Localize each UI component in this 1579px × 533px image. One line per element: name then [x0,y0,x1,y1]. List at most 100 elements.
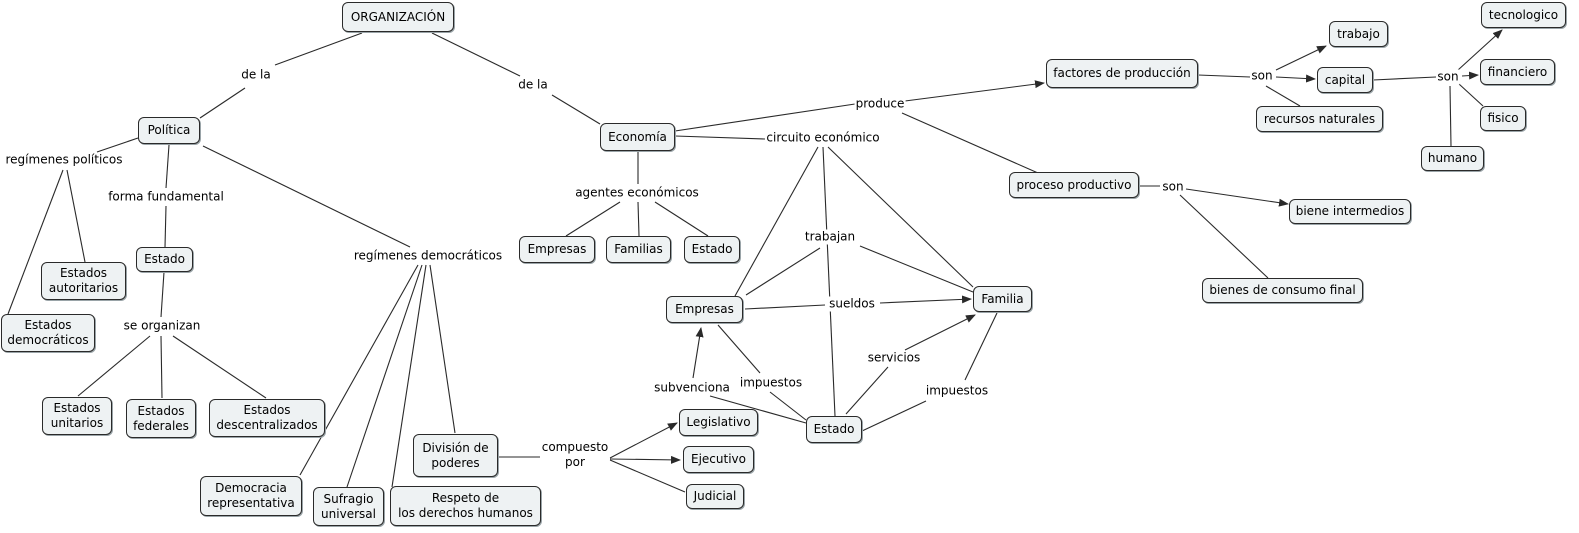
connector [654,201,709,237]
connector [861,400,927,432]
connector [199,87,246,119]
link-circuito-economico: circuito económico [765,130,881,146]
connector [769,391,807,421]
connector [734,146,819,297]
connector [859,245,974,293]
concept-recursos-naturales[interactable]: recursos naturales [1256,106,1383,132]
concept-capital[interactable]: capital [1317,67,1373,93]
concept-empresas-agentes[interactable]: Empresas [519,236,595,263]
concept-financiero[interactable]: financiero [1480,59,1555,85]
concept-division-poderes[interactable]: División de poderes [413,434,498,477]
connector [692,327,704,379]
concept-economia[interactable]: Economía [600,123,675,151]
concept-organizacion[interactable]: ORGANIZACIÓN [342,2,454,32]
connector [674,103,856,132]
concept-estados-descentralizados[interactable]: Estados descentralizados [209,399,325,437]
connector [717,324,761,374]
connector [431,32,521,77]
connector [637,201,640,237]
connector [744,304,826,310]
connector [1197,74,1251,78]
connector [609,459,686,493]
connector [609,455,681,464]
concept-trabajo[interactable]: trabajo [1329,21,1388,47]
connector [1449,85,1452,147]
concept-biene-intermedios[interactable]: biene intermedios [1289,199,1411,224]
connector [96,137,139,153]
connector [160,335,163,399]
link-son-proceso: son [1161,179,1185,195]
connector [1185,188,1289,207]
connector [845,366,889,415]
link-impuestos-empresas: impuestos [738,375,804,391]
concept-humano[interactable]: humano [1421,146,1484,171]
connector [160,271,165,318]
connector [164,205,167,248]
connector [274,32,363,66]
connector [429,264,456,434]
concept-judicial[interactable]: Judicial [686,484,744,509]
connector [879,295,972,304]
connector [901,112,1039,174]
connector [391,264,427,488]
connector [299,264,419,476]
concept-estados-autoritarios[interactable]: Estados autoritarios [41,262,126,300]
concept-tecnologico[interactable]: tecnologico [1481,2,1566,28]
connector [1458,83,1484,107]
connector [904,80,1045,102]
connector [1179,194,1269,279]
connector [904,314,976,351]
link-son-factores: son [1250,68,1274,84]
concept-estados-democraticos[interactable]: Estados democráticos [1,314,95,352]
connector [1457,29,1503,71]
connector [822,146,836,417]
connector [66,169,86,263]
connector [674,135,766,140]
link-forma-fundamental: forma fundamental [107,189,225,205]
concept-bienes-consumo-final[interactable]: bienes de consumo final [1202,278,1363,303]
concept-legislativo[interactable]: Legislativo [679,409,758,436]
link-servicios: servicios [866,350,922,366]
concept-estado-agentes[interactable]: Estado [684,236,740,263]
link-agentes-economicos: agentes económicos [574,185,700,201]
link-se-organizan: se organizan [122,318,202,334]
concept-familia[interactable]: Familia [973,286,1032,312]
connector [1265,85,1301,107]
connector [827,146,974,288]
connector [7,169,64,315]
connector [964,312,998,381]
link-produce: produce [854,96,906,112]
link-compuesto-por: compuesto por [540,440,610,470]
connector [165,144,170,189]
link-regimenes-politicos: regímenes políticos [4,152,124,168]
connector [172,335,267,399]
concept-factores-produccion[interactable]: factores de producción [1046,59,1198,88]
connector [1461,71,1479,80]
concept-respeto-derechos[interactable]: Respeto de los derechos humanos [390,486,541,526]
concept-politica[interactable]: Política [138,117,200,144]
connector [565,201,621,237]
link-trabajan: trabajan [803,229,857,245]
concept-estado-circuito[interactable]: Estado [806,416,862,443]
concept-familias[interactable]: Familias [606,236,671,263]
concept-democracia-representativa[interactable]: Democracia representativa [200,476,302,516]
concept-estado-politica[interactable]: Estado [136,247,193,272]
concept-ejecutivo[interactable]: Ejecutivo [683,446,754,473]
connector [1275,74,1316,83]
concept-sufragio-universal[interactable]: Sufragio universal [313,487,384,526]
connector [551,94,601,125]
link-impuestos-familia: impuestos [924,383,990,399]
concept-empresas-circuito[interactable]: Empresas [666,296,743,323]
connector [1275,45,1327,71]
link-regimenes-democraticos: regímenes democráticos [352,248,504,264]
link-sueldos: sueldos [828,296,876,312]
link-son-capital: son [1436,69,1460,85]
concept-estados-federales[interactable]: Estados federales [126,399,196,438]
connector [745,247,821,296]
concept-fisico[interactable]: fisico [1480,106,1526,131]
link-de-la-economia: de la [517,77,549,93]
connector [709,395,807,424]
concept-estados-unitarios[interactable]: Estados unitarios [42,397,112,435]
concept-proceso-productivo[interactable]: proceso productivo [1009,172,1139,198]
